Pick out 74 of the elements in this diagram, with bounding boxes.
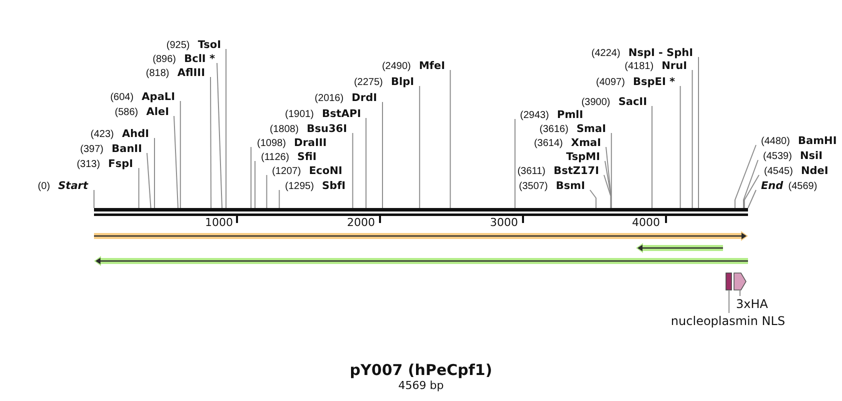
leader-line (154, 138, 155, 208)
leader-line (743, 160, 758, 208)
cut-site-label: (2016) DrdI (314, 90, 377, 102)
dna-backbone (94, 208, 748, 216)
scale-number: 1000 (205, 217, 233, 229)
leader-line (748, 190, 756, 208)
map-title: pY007 (hPeCpf1) (350, 361, 492, 379)
cut-site-label: (1295) SbfI (285, 178, 346, 190)
scale-number: 3000 (490, 217, 518, 229)
cut-site-label: (423) AhdI (90, 126, 149, 138)
leader-line (419, 86, 420, 208)
leader-line (604, 160, 612, 208)
leader-line (146, 152, 152, 208)
sequence-end-label: End (4569) (761, 178, 818, 190)
cut-site-label: (3507) BsmI (518, 178, 585, 190)
cut-site-label: (3611) BstZ17I (517, 163, 599, 175)
scale-number: 4000 (632, 217, 660, 229)
leader-line (698, 56, 699, 208)
feature-label: nucleoplasmin NLS (670, 313, 786, 327)
cut-site-label: (2943) PmlI (520, 107, 584, 119)
cut-site-label: (4480) BamHI (761, 133, 837, 145)
sequence-feature (94, 256, 748, 266)
leader-line (610, 132, 612, 208)
cut-site-label: (1808) Bsu36I (270, 121, 347, 133)
cut-site-label: (896) BclI * (152, 51, 215, 63)
leader-line (216, 62, 222, 208)
leader-line (174, 116, 178, 208)
cut-site-label: (1207) EcoNI (272, 163, 342, 175)
sequence-feature (636, 243, 723, 253)
feature-label: 3xHA (736, 296, 768, 310)
leader-line (744, 174, 760, 208)
cut-site-label: (1098) DraIII (257, 135, 327, 147)
cut-site-label: (3616) SmaI (540, 121, 606, 133)
cut-site-label: (4097) BspEI * (596, 74, 675, 86)
leader-line (382, 102, 383, 208)
leader-line (254, 160, 256, 208)
cut-site-label: (1901) BstAPI (284, 106, 361, 118)
leader-line (514, 118, 516, 208)
cut-site-label: (4545) NdeI (764, 163, 828, 175)
cut-site-label: (925) TsoI (166, 37, 221, 49)
cut-site-label: (818) AflIII (146, 65, 205, 77)
leader-line (138, 168, 140, 208)
sequence-length: 4569 bp (398, 379, 444, 392)
cut-site-label: (397) BanII (80, 141, 142, 153)
leader-line (250, 146, 252, 208)
leader-line (680, 86, 681, 208)
feature-tag (734, 272, 746, 290)
cut-site-label: (4181) NruI (624, 58, 687, 70)
sequence-start-label: (0) Start (38, 178, 88, 190)
sequence-feature (94, 231, 748, 241)
leader-line (734, 144, 756, 208)
feature-box (726, 272, 732, 290)
leader-line (450, 70, 451, 208)
leader-line (278, 190, 280, 208)
cut-site-label: (2275) BlpI (354, 74, 414, 86)
cut-site-label: (4224) NspI - SphI (591, 45, 693, 57)
leader-line (352, 132, 354, 208)
leader-line (210, 76, 212, 208)
leader-line (604, 174, 612, 208)
cut-site-label: (4539) NsiI (763, 148, 823, 160)
leader-line (728, 290, 730, 314)
cut-site-label: (3614) XmaI (534, 135, 601, 147)
cut-site-label: (586) AleI (114, 104, 169, 116)
cut-site-label: (313) FspI (76, 156, 133, 168)
leader-line (590, 190, 596, 208)
cut-site-label: (3900) SacII (581, 94, 647, 106)
scale-number: 2000 (347, 217, 375, 229)
cut-site-label: TspMI (566, 149, 600, 161)
cut-site-label: (1126) SfiI (261, 149, 317, 161)
leader-line (266, 174, 268, 208)
cut-site-label: (2490) MfeI (382, 58, 445, 70)
cut-site-label: (604) ApaLI (110, 89, 175, 101)
leader-line (692, 70, 693, 208)
leader-line (180, 100, 181, 208)
